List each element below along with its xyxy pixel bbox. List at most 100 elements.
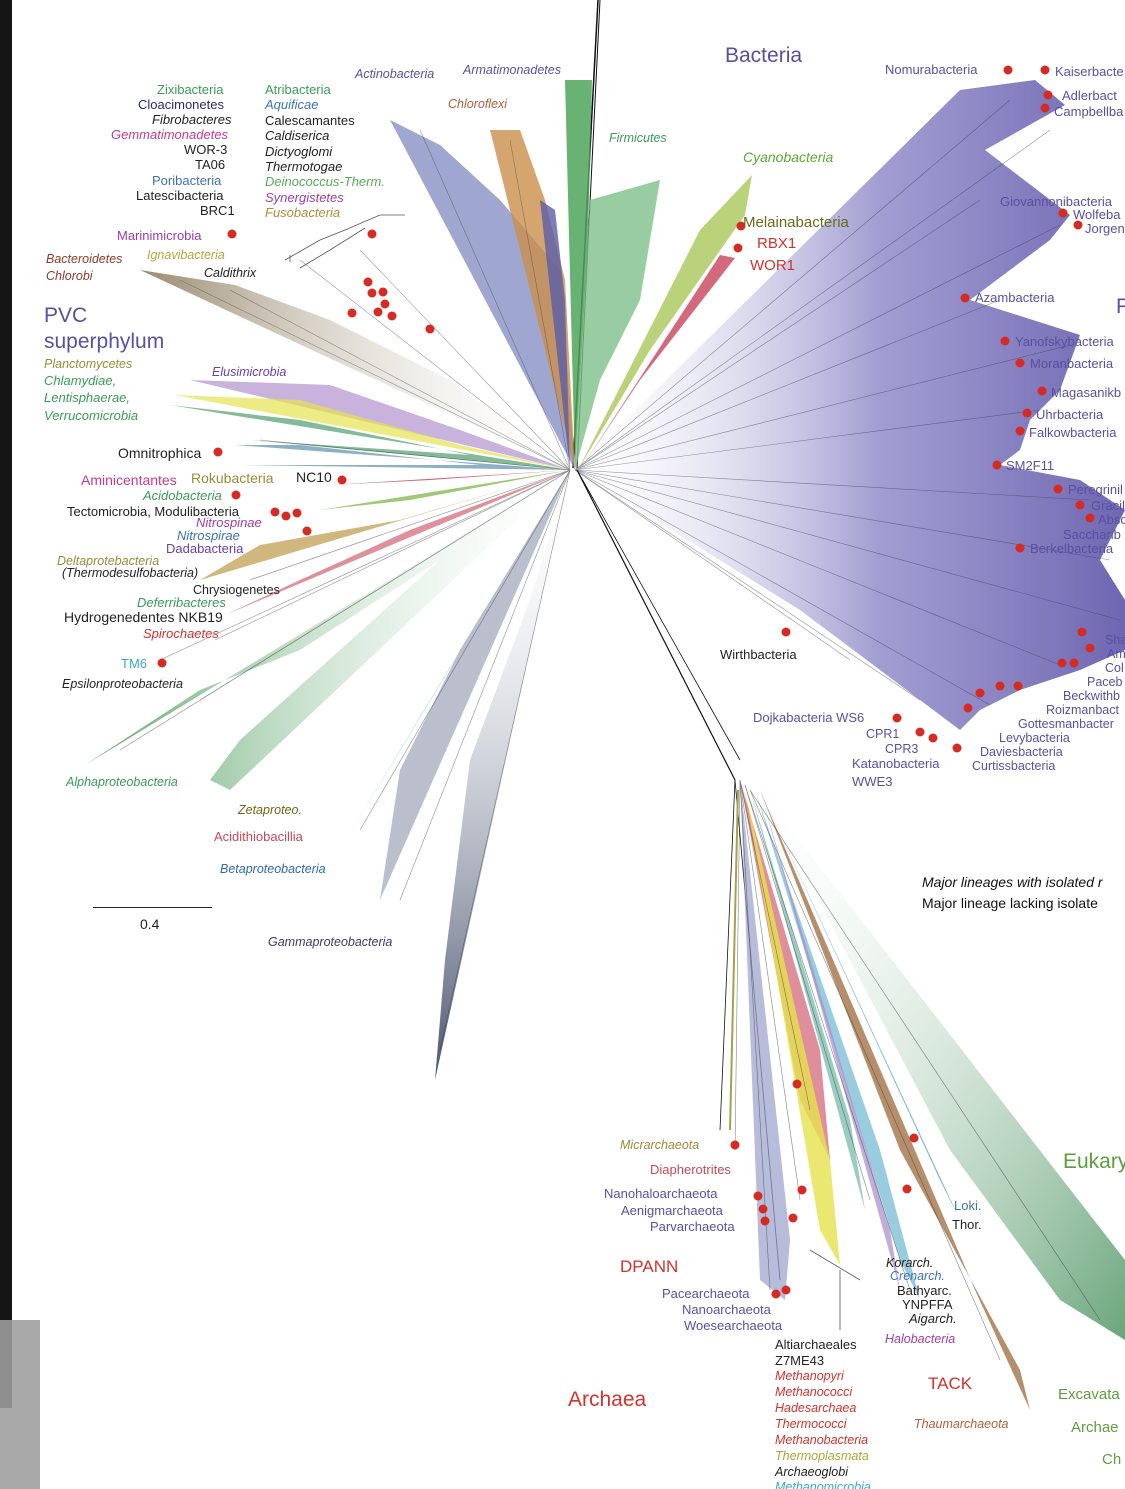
gammaproteobacteria-fan: [435, 470, 570, 1080]
cpr-label: Falkowbacteria: [1029, 425, 1117, 440]
phylum-label: Caldiserica: [265, 128, 330, 143]
phylum-label: Thermotogae: [265, 159, 343, 174]
phylum-label: Aquificae: [265, 97, 319, 112]
phylum-label: Omnitrophica: [118, 445, 202, 461]
phylum-label: (Thermodesulfobacteria): [62, 566, 199, 580]
phylum-label: Elusimicrobia: [212, 365, 287, 379]
firmicutes-fan: [575, 180, 660, 470]
archaea-label: Parvarchaeota: [650, 1219, 735, 1234]
archaea-label: Crenarch.: [890, 1269, 945, 1283]
phylum-label: Chrysiogenetes: [193, 583, 280, 597]
phylum-label: Deferribacteres: [137, 595, 226, 610]
phylum-label: Alphaproteobacteria: [66, 775, 178, 789]
phylum-label: Chloroflexi: [448, 97, 508, 111]
phylum-label: Gemmatimonadetes: [111, 127, 229, 142]
phylum-label: Deinococcus-Therm.: [265, 174, 385, 189]
eukaryota-sublabel: Excavata: [1058, 1386, 1120, 1403]
chloroflexi-fan: [490, 130, 575, 470]
cpr-label: Nomurabacteria: [885, 62, 978, 77]
dpann-label: DPANN: [620, 1257, 679, 1276]
archaea-label: Methanobacteria: [775, 1433, 869, 1447]
scale-bar-label: 0.4: [140, 916, 160, 932]
phylum-label: BRC1: [200, 203, 235, 218]
phylum-label: Caldithrix: [204, 266, 257, 280]
cpr-label: Wirthbacteria: [720, 647, 797, 662]
pvc-label-line1: PVC: [44, 304, 88, 327]
phylum-label: Bacteroidetes: [46, 252, 123, 266]
phylum-label: Firmicutes: [609, 131, 667, 145]
archaea-label: Woesearchaeota: [684, 1318, 783, 1333]
archaea-label: Z7ME43: [775, 1353, 825, 1368]
archaea-label: Thaumarchaeota: [914, 1417, 1009, 1431]
pvc-label-line2: superphylum: [44, 330, 165, 353]
phylum-label: Chlamydiae,: [44, 373, 117, 388]
archaea-label: Methanococci: [775, 1385, 853, 1399]
phylum-label: Zetaproteo.: [238, 803, 302, 817]
phylum-label: Cloacimonetes: [138, 97, 224, 112]
phylum-label: Hydrogenedentes NKB19: [64, 609, 223, 625]
archaea-label: Nanoarchaeota: [682, 1302, 771, 1317]
phylum-label: Verrucomicrobia: [44, 408, 139, 423]
archaea-label: Thermoplasmata: [775, 1449, 869, 1463]
phylum-label: Zixibacteria: [157, 82, 224, 97]
armatimonadetes-fan: [565, 80, 592, 470]
cpr-label: Magasanikb: [1051, 385, 1122, 400]
cpr-label: Gottesmanbacter: [1018, 717, 1114, 731]
phylum-label: Marinimicrobia: [117, 228, 202, 243]
phylum-label: Fusobacteria: [265, 205, 341, 220]
cpr-label: Dojkabacteria WS6: [753, 710, 865, 725]
phylum-label: Betaproteobacteria: [220, 862, 326, 876]
bacteria-label: Bacteria: [725, 44, 803, 67]
cpr-label: Beckwithb: [1063, 689, 1120, 703]
cpr-label: Col: [1105, 661, 1124, 675]
cpr-label: Azambacteria: [975, 290, 1055, 305]
phylum-label: Dadabacteria: [166, 541, 244, 556]
wor1-fan: [580, 255, 735, 470]
phylum-label: Nitrospirae: [177, 528, 240, 543]
scale-bar: [93, 907, 212, 908]
phylum-label: TM6: [121, 656, 147, 671]
cpr-label: Sha: [1105, 633, 1125, 647]
archaea-label: Thermococci: [775, 1417, 847, 1431]
archaea-label: Hadesarchaea: [775, 1401, 857, 1415]
archaea-label: Thor.: [952, 1217, 982, 1232]
cpr-label: Giovannonibacteria: [1000, 194, 1113, 209]
phylum-label: Deltaprotebacteria: [57, 554, 160, 568]
omnitrophica-fan: [235, 445, 570, 470]
cpr-label: Roizmanbact: [1046, 703, 1119, 717]
cpr-partial-label: P: [1116, 295, 1125, 318]
phylum-label: Melainabacteria: [743, 214, 849, 231]
archaea-label: Halobacteria: [885, 1332, 956, 1346]
phylum-label: Chlorobi: [46, 269, 93, 283]
phylum-label: Actinobacteria: [355, 67, 435, 81]
alphaproteobacteria-fan: [85, 470, 570, 790]
pvc-yellow-fan: [175, 395, 570, 470]
candidate-dots: [157, 65, 1095, 1299]
cpr-label: Berkelbacteria: [1030, 541, 1114, 556]
archaea-label: Bathyarc.: [897, 1283, 952, 1298]
cpr-label: Moranbacteria: [1030, 356, 1114, 371]
phylum-label: WOR-3: [184, 142, 228, 157]
cyanobacteria-fan: [578, 175, 752, 470]
phylum-label: Acidobacteria: [143, 488, 222, 503]
phylum-label: Atribacteria: [265, 82, 331, 97]
pvc-green-fan: [170, 405, 570, 470]
archaea-label: Loki.: [954, 1198, 982, 1213]
phylum-label: Acidithiobacillia: [214, 829, 303, 844]
phylum-label: Synergistetes: [265, 190, 344, 205]
cpr-label: CPR1: [866, 727, 900, 741]
actinobacteria-fan: [390, 120, 575, 470]
eukaryota-sublabel: Ch: [1102, 1451, 1122, 1468]
phylum-label: NC10: [296, 469, 332, 485]
eukaryota-label: Eukary: [1063, 1150, 1125, 1173]
bottom-frame-edge-dark: [0, 1320, 12, 1408]
archaea-label: Altiarchaeales: [775, 1337, 857, 1352]
cpr-label: Abso: [1098, 512, 1125, 527]
dpann-fan: [740, 780, 790, 1300]
phylum-label: WOR1: [750, 257, 795, 274]
cpr-label: WWE3: [852, 774, 893, 789]
phylum-label: Epsilonproteobacteria: [62, 677, 183, 691]
phylum-label: Tectomicrobia, Modulibacteria: [67, 504, 239, 519]
phylum-label: Nitrospinae: [196, 515, 262, 530]
